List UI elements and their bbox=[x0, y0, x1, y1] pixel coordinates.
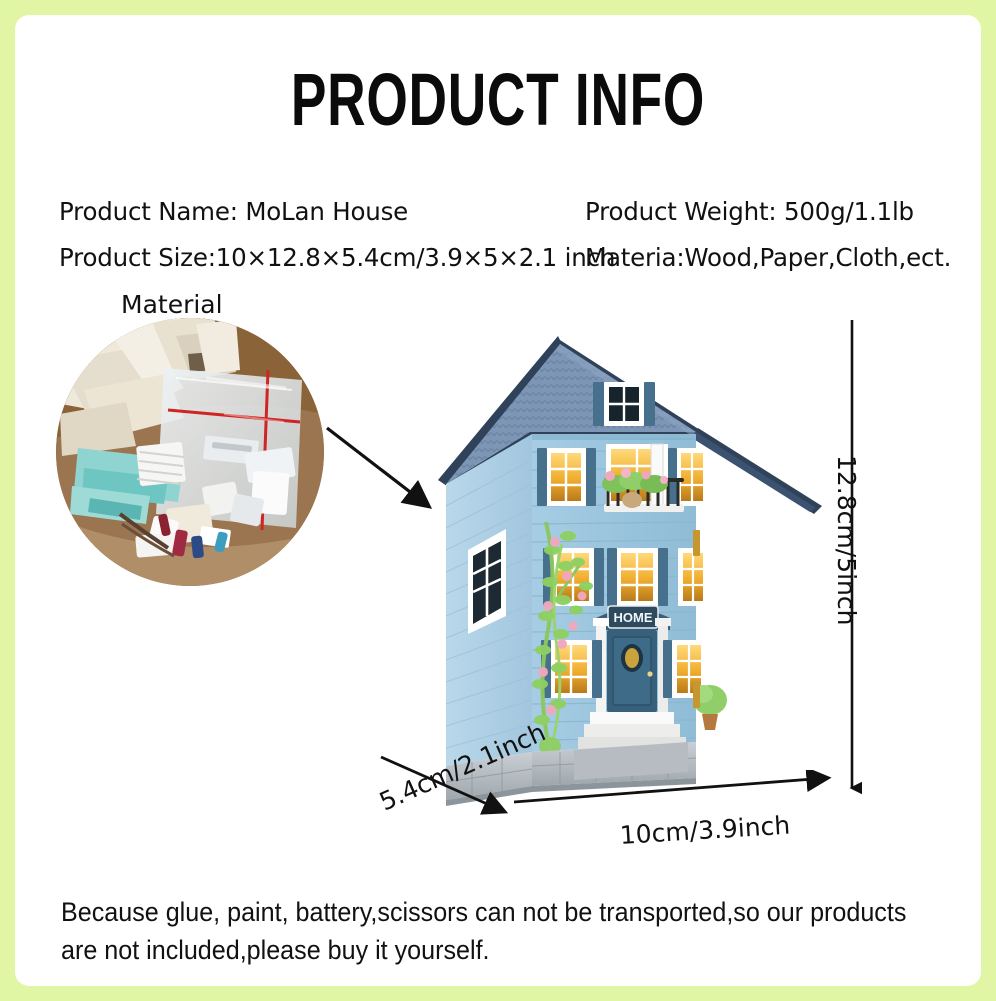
page-title: PRODUCT INFO bbox=[290, 58, 706, 141]
depth-dimension-line bbox=[375, 755, 535, 845]
material-caption: Material bbox=[121, 290, 223, 319]
window-row-lower bbox=[541, 640, 706, 698]
height-dimension-label: 12.8cm/5inch bbox=[832, 455, 861, 626]
potted-plant-right bbox=[693, 685, 727, 730]
disclaimer-line-1: Because glue, paint, battery,scissors ca… bbox=[61, 897, 907, 927]
pointer-arrow-icon bbox=[315, 420, 465, 530]
spec-product-name: Product Name: MoLan House bbox=[59, 197, 409, 226]
balcony bbox=[602, 468, 684, 512]
home-sign-text: HOME bbox=[614, 610, 653, 625]
attic-window bbox=[593, 382, 655, 426]
product-image-dollhouse: HOME bbox=[410, 300, 850, 820]
disclaimer-line-2: are not included,please buy it yourself. bbox=[61, 935, 490, 966]
home-sign: HOME bbox=[596, 605, 670, 630]
transport-disclaimer: Because glue, paint, battery,scissors ca… bbox=[61, 893, 907, 970]
spec-product-weight: Product Weight: 500g/1.1lb bbox=[585, 197, 914, 226]
width-dimension-line bbox=[510, 766, 840, 810]
spec-material-list: Materia:Wood,Paper,Cloth,ect. bbox=[585, 243, 952, 272]
side-window bbox=[468, 529, 506, 634]
page-inner-panel: PRODUCT INFO Product Name: MoLan House P… bbox=[15, 15, 981, 986]
climbing-vine bbox=[532, 521, 593, 753]
spec-product-size: Product Size:10×12.8×5.4cm/3.9×5×2.1 inc… bbox=[59, 243, 616, 272]
material-photo bbox=[56, 318, 324, 586]
height-dimension-line bbox=[842, 320, 873, 800]
hinge-icon bbox=[693, 530, 700, 708]
